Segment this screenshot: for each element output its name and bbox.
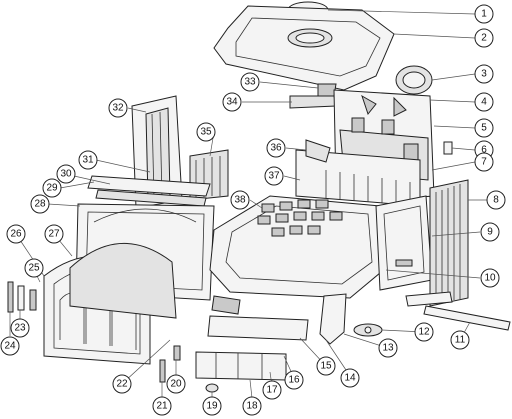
callout: 25 xyxy=(24,258,44,278)
callout-label: 33 xyxy=(244,77,256,88)
callout-label: 2 xyxy=(481,33,487,44)
callout-label: 23 xyxy=(14,323,26,334)
callout: 30 xyxy=(56,164,76,184)
callout-label: 25 xyxy=(28,263,40,274)
callout-label: 24 xyxy=(4,341,16,352)
part-damper-knob xyxy=(353,323,383,337)
part-ash-lip xyxy=(207,295,309,341)
callout-label: 8 xyxy=(493,195,499,206)
callout-label: 38 xyxy=(234,195,246,206)
callout: 3 xyxy=(474,64,494,84)
callout-label: 1 xyxy=(481,9,487,20)
callout-label: 10 xyxy=(484,273,496,284)
callout-label: 27 xyxy=(48,229,60,240)
callout-label: 31 xyxy=(82,155,94,166)
callout: 13 xyxy=(378,338,398,358)
callout: 35 xyxy=(196,122,216,142)
callout: 33 xyxy=(240,72,260,92)
callout-label: 5 xyxy=(481,123,487,134)
part-rear-rod xyxy=(405,291,511,331)
callout-label: 9 xyxy=(487,227,493,238)
callout-label: 15 xyxy=(320,361,332,372)
callout-label: 14 xyxy=(344,373,356,384)
callout: 31 xyxy=(78,150,98,170)
callout-label: 7 xyxy=(481,157,487,168)
callout-label: 3 xyxy=(481,69,487,80)
callout-label: 32 xyxy=(112,103,124,114)
callout: 36 xyxy=(266,138,286,158)
callout-label: 17 xyxy=(266,385,278,396)
callout: 7 xyxy=(474,152,494,172)
callout: 38 xyxy=(230,190,250,210)
callout-label: 36 xyxy=(270,143,282,154)
callout-label: 30 xyxy=(60,169,72,180)
callout: 16 xyxy=(284,370,304,390)
callout: 8 xyxy=(486,190,506,210)
callout: 10 xyxy=(480,268,500,288)
callout: 1 xyxy=(474,4,494,24)
callout-label: 16 xyxy=(288,375,300,386)
callout: 26 xyxy=(6,224,26,244)
callout: 19 xyxy=(202,396,222,416)
part-front-apron xyxy=(195,351,287,381)
callout-label: 22 xyxy=(116,379,128,390)
callout: 17 xyxy=(262,380,282,400)
part-door-gasket xyxy=(69,243,177,319)
part-flue-collar xyxy=(395,65,433,95)
callout-label: 20 xyxy=(170,379,182,390)
part-side-grille xyxy=(429,179,469,307)
callout: 15 xyxy=(316,356,336,376)
callout-label: 18 xyxy=(246,401,258,412)
callout: 2 xyxy=(474,28,494,48)
part-small-knob xyxy=(205,383,219,393)
callout: 28 xyxy=(30,194,50,214)
callout: 9 xyxy=(480,222,500,242)
part-door-handle xyxy=(7,281,37,313)
callout: 32 xyxy=(108,98,128,118)
callout-label: 19 xyxy=(206,401,218,412)
part-ash-pan-base xyxy=(209,195,387,299)
callout: 22 xyxy=(112,374,132,394)
part-right-side xyxy=(375,195,433,291)
callout: 4 xyxy=(474,92,494,112)
callout: 14 xyxy=(340,368,360,388)
callout: 21 xyxy=(152,396,172,416)
callout-label: 34 xyxy=(226,97,238,108)
part-hinge-pins xyxy=(159,345,181,383)
callout-label: 11 xyxy=(455,335,466,346)
callout-label: 6 xyxy=(481,145,487,156)
callout-label: 28 xyxy=(34,199,46,210)
callout: 20 xyxy=(166,374,186,394)
callout: 23 xyxy=(10,318,30,338)
callout-label: 12 xyxy=(418,327,430,338)
callout: 18 xyxy=(242,396,262,416)
callout-label: 35 xyxy=(200,127,212,138)
callout-label: 13 xyxy=(382,343,394,354)
part-leg xyxy=(319,293,347,345)
callout: 34 xyxy=(222,92,242,112)
callout: 27 xyxy=(44,224,64,244)
callout: 5 xyxy=(474,118,494,138)
callout: 24 xyxy=(0,336,20,356)
callout: 12 xyxy=(414,322,434,342)
callout-label: 26 xyxy=(10,229,22,240)
callout: 37 xyxy=(264,166,284,186)
callout-label: 29 xyxy=(46,183,58,194)
callout: 11 xyxy=(450,330,470,350)
part-grate xyxy=(257,199,343,237)
callout-label: 21 xyxy=(156,401,168,412)
callout-label: 4 xyxy=(481,97,487,108)
part-top-plate xyxy=(213,5,395,91)
callout-label: 37 xyxy=(268,171,280,182)
callout: 29 xyxy=(42,178,62,198)
